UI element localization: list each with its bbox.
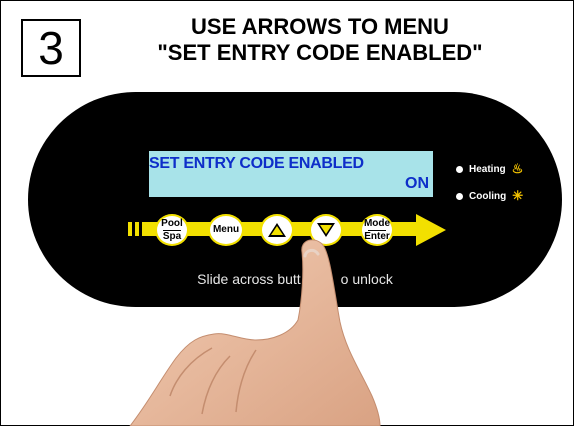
cooling-label: Cooling [469,190,507,202]
mode-enter-label-bottom: Enter [364,230,390,242]
lcd-display: SET ENTRY CODE ENABLED ON [149,151,433,197]
mode-enter-label-top: Mode [363,217,391,229]
mode-enter-button[interactable]: Mode Enter [360,214,394,246]
menu-button[interactable]: Menu [208,214,244,246]
menu-label: Menu [212,224,240,235]
mode-enter-divider [368,229,386,231]
slide-stripe [135,222,139,236]
pool-spa-label-top: Pool [161,217,183,229]
slide-to-unlock-text: Slide across butt o unlock [28,271,562,287]
heating-icon: ♨ [511,161,524,176]
slide-arrow-icon [416,214,446,246]
cooling-led [456,192,463,200]
up-arrow-button[interactable] [260,214,294,246]
heating-label: Heating [469,163,506,175]
slide-text-end: o unlock [340,271,393,287]
pool-spa-button[interactable]: Pool Spa [155,214,189,246]
step-number-text: 3 [38,22,64,74]
heating-led [456,165,463,173]
heating-indicator: Heating ♨ [456,161,523,177]
pool-spa-divider [163,229,181,231]
down-arrow-button[interactable] [309,214,343,246]
up-arrow-icon [268,223,286,237]
cooling-indicator: Cooling ✳ [456,188,523,204]
lcd-line-2: ON [405,175,429,192]
down-arrow-icon [317,223,335,237]
slide-stripe [128,222,132,236]
slide-text-start: Slide across butt [197,271,301,287]
lcd-line-1: SET ENTRY CODE ENABLED [149,155,364,172]
title-line-1: USE ARROWS TO MENU [191,14,449,39]
cooling-icon: ✳ [512,188,524,203]
instruction-title: USE ARROWS TO MENU "SET ENTRY CODE ENABL… [100,14,540,66]
pool-spa-label-bottom: Spa [162,230,182,242]
title-line-2: "SET ENTRY CODE ENABLED" [157,40,483,65]
control-panel: SET ENTRY CODE ENABLED ON Heating ♨ Cool… [28,92,562,307]
step-number: 3 [21,19,81,77]
